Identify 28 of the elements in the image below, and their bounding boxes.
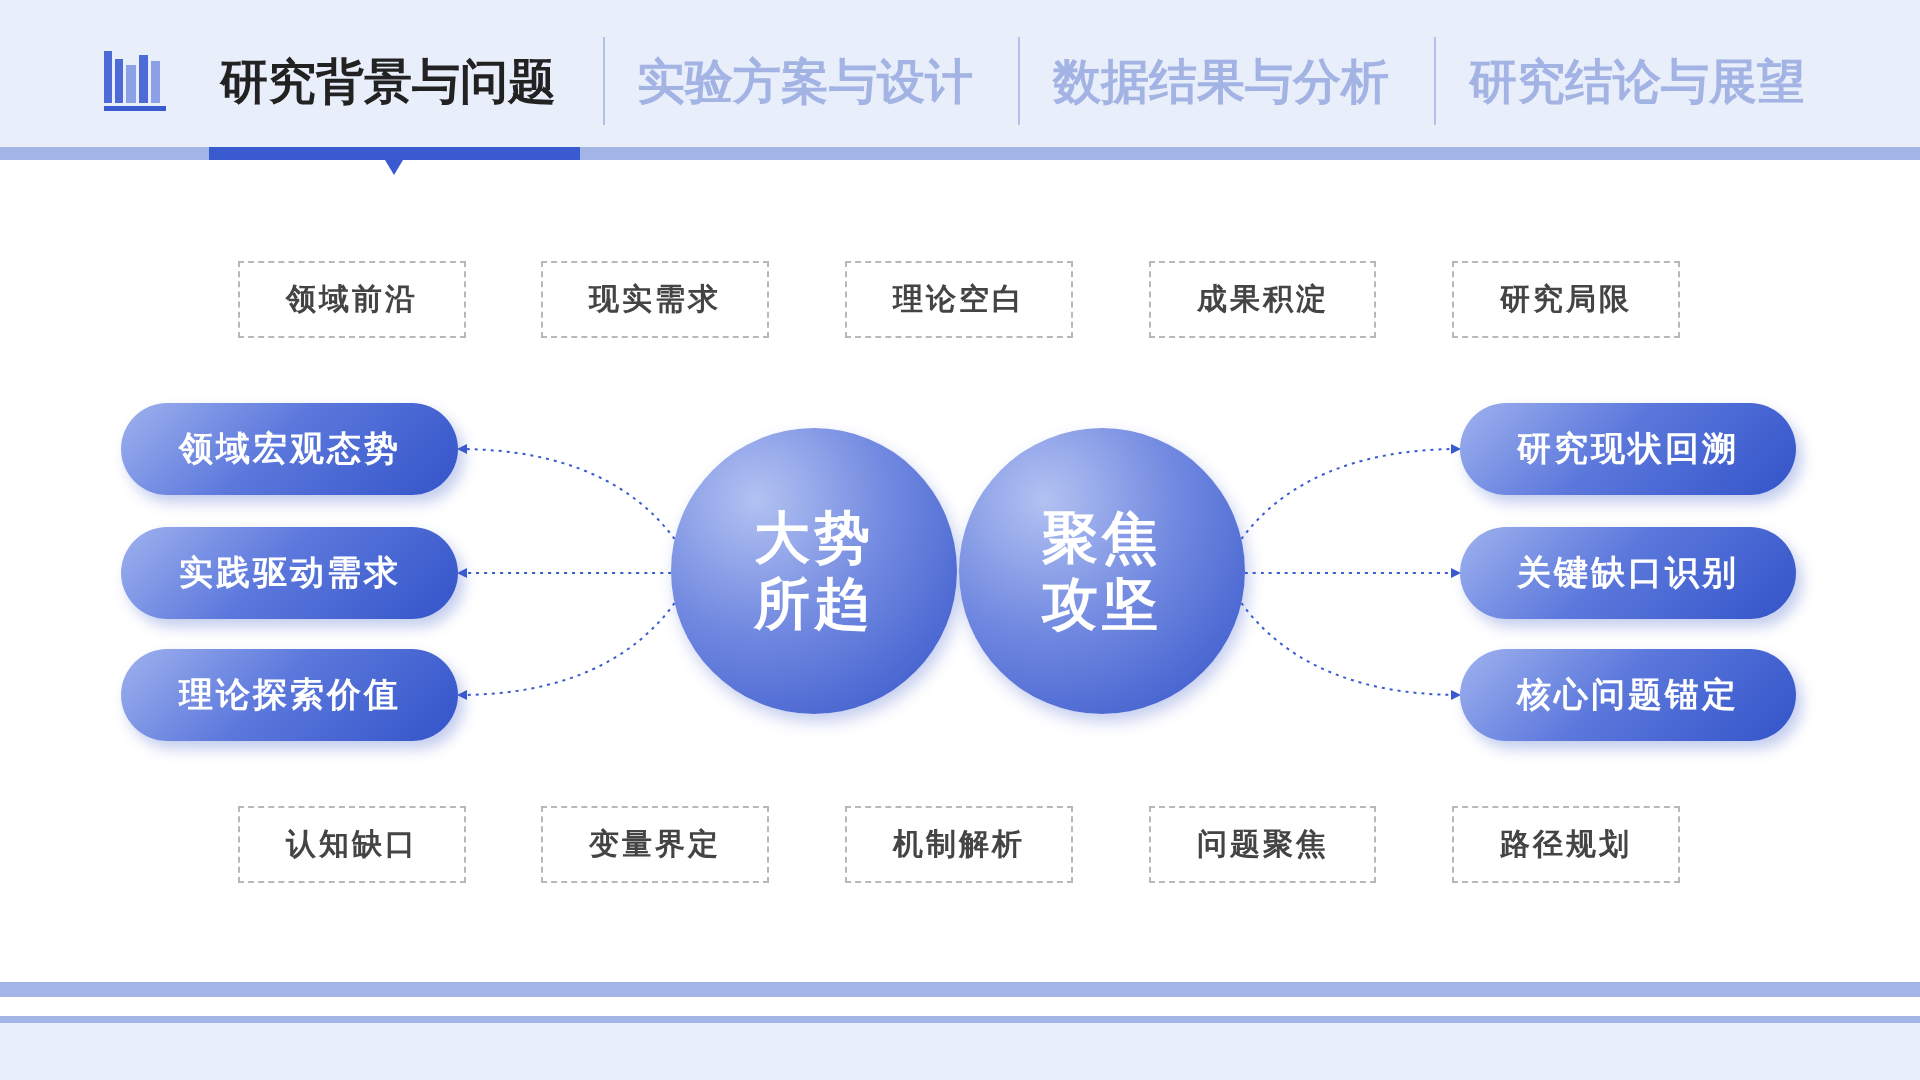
active-tab-title: 研究背景与问题 [220, 52, 556, 111]
pill-node: 核心问题锚定 [1460, 649, 1796, 741]
circle-node: 大势所趋 [671, 428, 957, 714]
pill-node: 领域宏观态势 [121, 403, 458, 495]
dotted-arrow [457, 568, 672, 578]
tag-box: 机制解析 [845, 806, 1073, 883]
tag-box: 现实需求 [541, 261, 769, 338]
pill-node: 实践驱动需求 [121, 527, 458, 619]
tab-title: 研究结论与展望 [1469, 52, 1805, 111]
pill-node: 研究现状回溯 [1460, 403, 1796, 495]
pill-node: 理论探索价值 [121, 649, 458, 741]
tag-box: 领域前沿 [238, 261, 466, 338]
tag-box: 认知缺口 [238, 806, 466, 883]
dotted-arrow [1244, 568, 1461, 578]
tab-title: 数据结果与分析 [1053, 52, 1389, 111]
tag-box: 变量界定 [541, 806, 769, 883]
dotted-arrow [457, 444, 676, 540]
tag-box: 理论空白 [845, 261, 1073, 338]
tab-title: 实验方案与设计 [637, 52, 973, 111]
tag-box: 研究局限 [1452, 261, 1680, 338]
dotted-arrow [1240, 602, 1461, 700]
tag-box: 路径规划 [1452, 806, 1680, 883]
tag-box: 成果积淀 [1149, 261, 1376, 338]
pill-node: 关键缺口识别 [1460, 527, 1796, 619]
tag-box: 问题聚焦 [1149, 806, 1376, 883]
dotted-arrow [457, 602, 676, 700]
dotted-arrow [1240, 444, 1461, 540]
circle-node: 聚焦攻坚 [959, 428, 1245, 714]
